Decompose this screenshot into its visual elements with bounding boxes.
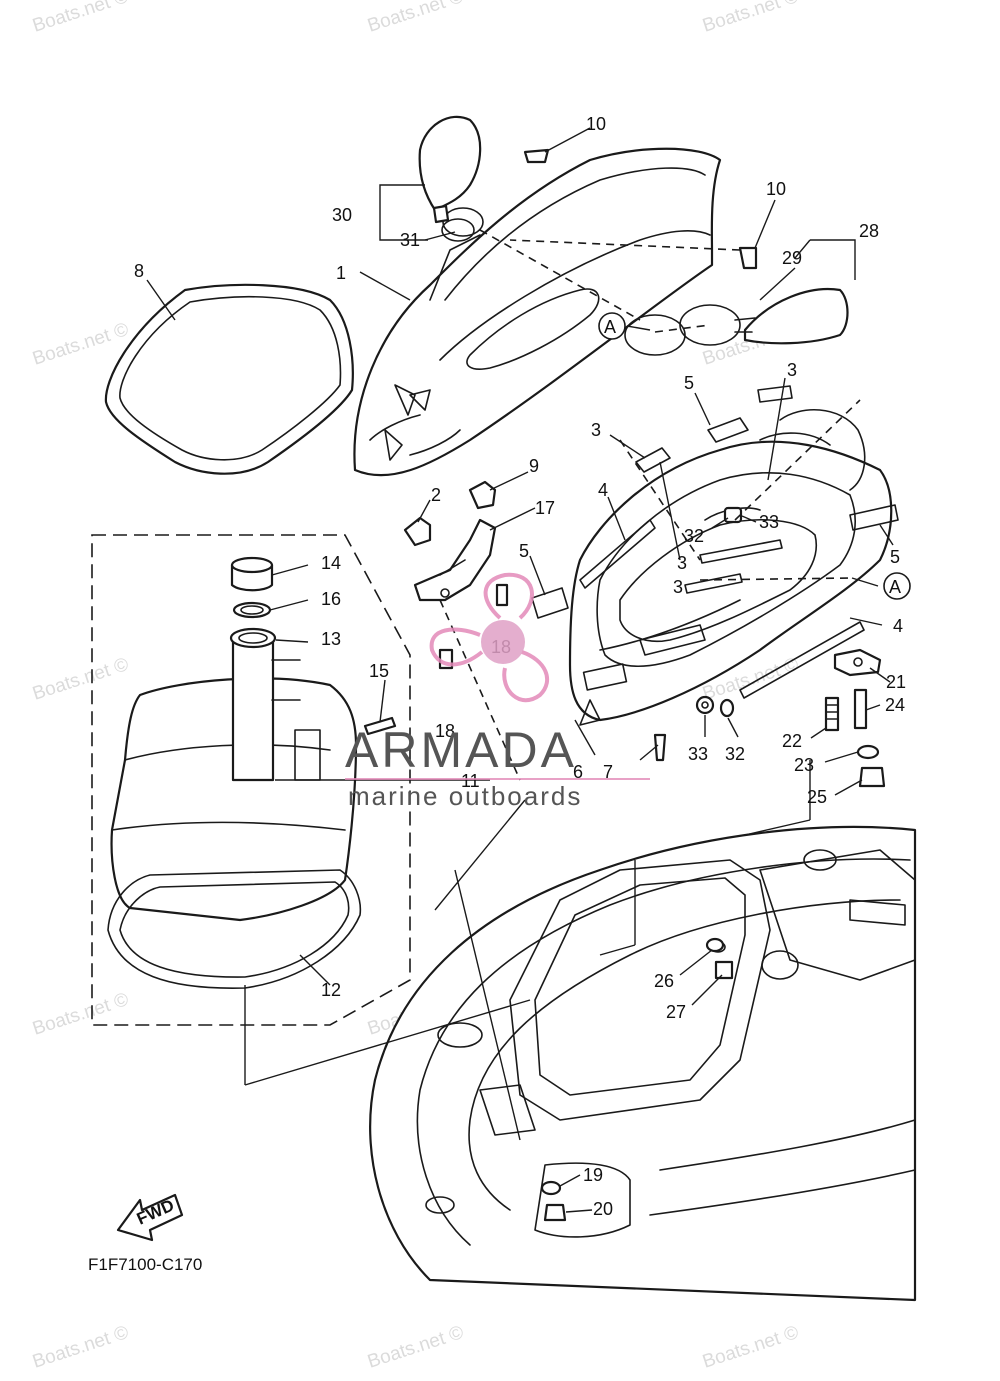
- callout-10: 10: [586, 114, 606, 134]
- callout-11: 11: [461, 771, 480, 791]
- callout-26: 26: [654, 971, 674, 991]
- callout-4: 4: [893, 616, 903, 636]
- armada-logo: ARMADA marine outboards: [345, 572, 650, 811]
- callout-3: 3: [677, 553, 687, 573]
- callout-32: 32: [684, 526, 704, 546]
- callout-2: 2: [431, 485, 441, 505]
- watermark-text: Boats.net ©: [30, 654, 131, 705]
- watermark-text: Boats.net ©: [700, 0, 801, 37]
- propeller-logo-icon: [429, 572, 550, 703]
- hinge-latch-parts: [403, 480, 882, 677]
- decal-strips: [531, 385, 899, 699]
- callout-31: 31: [400, 230, 420, 250]
- callout-23: 23: [794, 755, 814, 775]
- callout-3: 3: [673, 577, 683, 597]
- figure-code: F1F7100-C170: [88, 1255, 202, 1274]
- fuel-tank-assembly: [91, 534, 411, 1026]
- watermark-text: Boats.net ©: [365, 0, 466, 37]
- callout-15: 15: [369, 661, 389, 681]
- callout-6: 6: [573, 762, 583, 782]
- callout-5: 5: [519, 541, 529, 561]
- fasteners: [363, 148, 886, 1222]
- callout-18: 18: [435, 721, 455, 741]
- watermark-text: Boats.net ©: [365, 1322, 466, 1373]
- callout-5: 5: [890, 547, 900, 567]
- callout-14: 14: [321, 553, 341, 573]
- callout-9: 9: [529, 456, 539, 476]
- callout-19: 19: [583, 1165, 603, 1185]
- watermark-text: Boats.net ©: [30, 1322, 131, 1373]
- callout-4: 4: [598, 480, 608, 500]
- callout-32: 32: [725, 744, 745, 764]
- watermark-text: Boats.net ©: [30, 989, 131, 1040]
- reference-marker-label: A: [604, 317, 616, 337]
- storage-bin-assembly: [568, 409, 893, 726]
- callout-27: 27: [666, 1002, 686, 1022]
- fwd-arrow-icon: FWD: [116, 1193, 184, 1242]
- callout-7: 7: [603, 762, 613, 782]
- callout-3: 3: [591, 420, 601, 440]
- callout-10: 10: [766, 179, 786, 199]
- backrest-part-30: [418, 115, 484, 242]
- callout-5: 5: [684, 373, 694, 393]
- callout-33: 33: [759, 512, 779, 532]
- callout-28: 28: [859, 221, 879, 241]
- brand-name: ARMADA: [345, 722, 577, 778]
- callout-33: 33: [688, 744, 708, 764]
- reference-marker-a: A: [598, 312, 626, 340]
- reference-marker-label: A: [889, 577, 901, 597]
- callout-20: 20: [593, 1199, 613, 1219]
- callout-3: 3: [787, 360, 797, 380]
- callout-17: 17: [535, 498, 555, 518]
- callout-24: 24: [885, 695, 905, 715]
- gasket-part-8: [104, 283, 354, 475]
- leader-lines: [146, 127, 894, 1213]
- watermark-text: Boats.net ©: [30, 319, 131, 370]
- callout-30: 30: [332, 205, 352, 225]
- callout-8: 8: [134, 261, 144, 281]
- hull-deck-assembly: [369, 825, 917, 1302]
- brand-tagline: marine outboards: [348, 781, 582, 811]
- callout-21: 21: [886, 672, 906, 692]
- watermark-text: Boats.net ©: [700, 1322, 801, 1373]
- front-hood-part-1: [353, 147, 722, 477]
- callout-16: 16: [321, 589, 341, 609]
- callout-1: 1: [336, 263, 346, 283]
- callout-22: 22: [782, 731, 802, 751]
- rear-piece-part-28: [624, 288, 849, 356]
- callout-25: 25: [807, 787, 827, 807]
- callout-12: 12: [321, 980, 341, 1000]
- callout-29: 29: [782, 248, 802, 268]
- watermark-text: Boats.net ©: [30, 0, 131, 37]
- callout-13: 13: [321, 629, 341, 649]
- reference-marker-a: A: [883, 572, 911, 600]
